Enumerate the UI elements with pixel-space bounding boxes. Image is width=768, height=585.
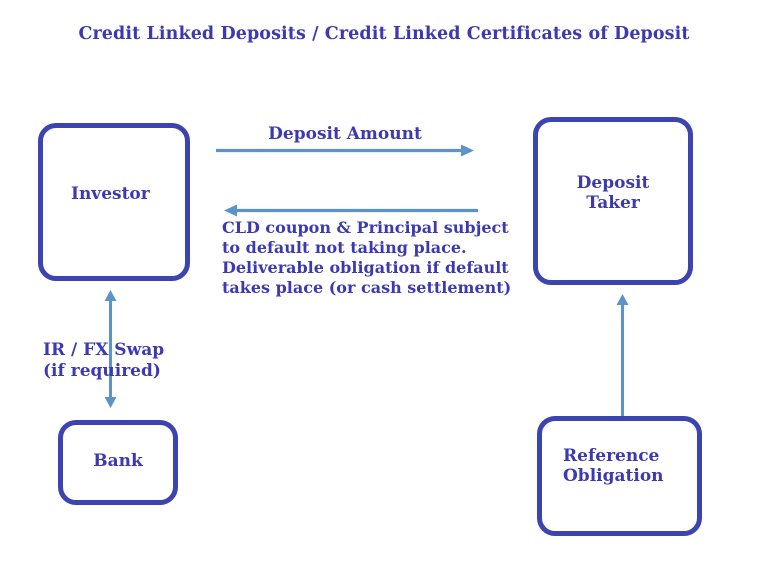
ir-fx-swap-label-line2: (if required) (43, 361, 161, 381)
node-reference-obligation-label-line2: Obligation (563, 466, 664, 486)
cld-return-note-line1: CLD coupon & Principal subject (222, 218, 509, 237)
node-bank-label: Bank (93, 450, 143, 471)
cld-return-note-line3: Deliverable obligation if default (222, 258, 509, 277)
node-deposit-taker-label-line1: Deposit (576, 173, 650, 193)
ir-fx-swap-label-line1: IR / FX Swap (43, 340, 165, 360)
ir-fx-swap-double-arrow-icon (104, 290, 117, 408)
deposit-amount-right-arrow-icon (216, 144, 474, 157)
ir-fx-swap-label: IR / FX Swap (if required) (43, 340, 213, 382)
node-investor: Investor (38, 123, 190, 281)
cld-return-note: CLD coupon & Principal subject to defaul… (222, 218, 522, 298)
node-deposit-taker: Deposit Taker (533, 117, 693, 285)
node-bank: Bank (58, 420, 178, 505)
diagram-title: Credit Linked Deposits / Credit Linked C… (78, 24, 690, 44)
cld-return-note-line2: to default not taking place. (222, 238, 467, 257)
node-deposit-taker-label-line2: Taker (586, 193, 640, 213)
node-investor-label: Investor (71, 184, 150, 204)
cld-return-left-arrow-icon (224, 204, 478, 217)
node-reference-obligation: Reference Obligation (537, 416, 702, 536)
reference-obligation-up-arrow-icon (616, 294, 629, 416)
node-reference-obligation-label-line1: Reference (563, 446, 660, 466)
cld-return-note-line4: takes place (or cash settlement) (222, 278, 512, 297)
deposit-amount-label: Deposit Amount (268, 124, 422, 144)
